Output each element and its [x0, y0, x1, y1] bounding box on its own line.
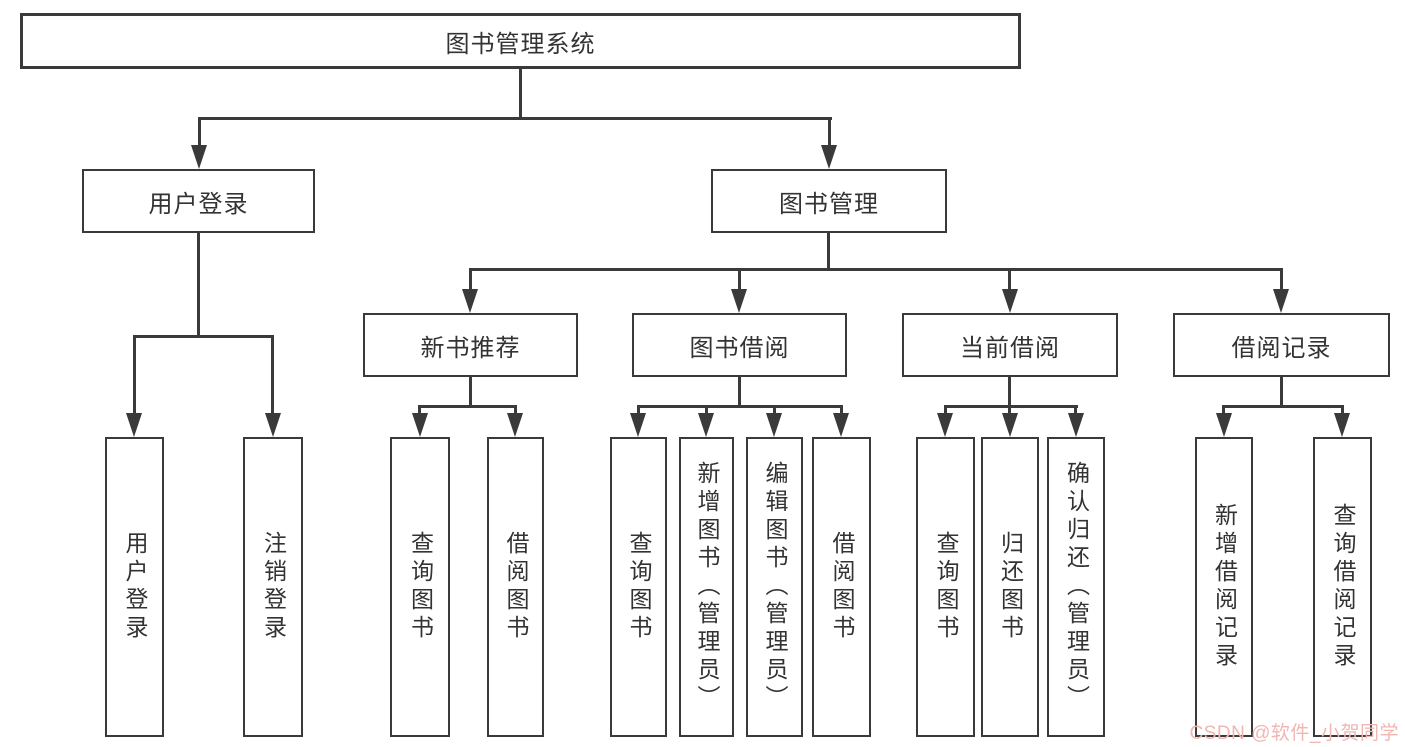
arrowhead-down-icon: [833, 413, 849, 437]
connector-bookborrow-bar: [637, 405, 843, 408]
connector-arrow-shaft: [271, 335, 274, 417]
node-label: 编辑图书（管理员）: [762, 461, 788, 713]
connector-bookborrow-stem: [738, 377, 741, 407]
connector-currentborrow-stem: [1008, 377, 1011, 407]
node-book-management: 图书管理: [711, 169, 947, 233]
leaf-confirm-return-admin: 确认归还（管理员）: [1047, 437, 1105, 737]
connector-newbook-stem: [469, 377, 472, 407]
leaf-logout: 注销登录: [243, 437, 303, 737]
connector-borrowrecord-stem: [1280, 377, 1283, 407]
connector-arrow-shaft: [469, 268, 472, 291]
connector-arrow-shaft: [637, 405, 640, 415]
node-label: 查询借阅记录: [1330, 503, 1356, 671]
leaf-return-book: 归还图书: [981, 437, 1039, 737]
arrowhead-down-icon: [507, 413, 523, 437]
node-user-login: 用户登录: [82, 169, 315, 233]
arrowhead-down-icon: [698, 413, 714, 437]
node-label: 归还图书: [997, 531, 1024, 643]
node-label: 新增图书（管理员）: [694, 461, 720, 713]
node-new-book-recommend: 新书推荐: [363, 313, 578, 377]
connector-arrow-shaft: [1280, 268, 1283, 291]
connector-arrow-shaft: [133, 335, 136, 417]
leaf-borrow-book: 借阅图书: [812, 437, 871, 737]
arrowhead-down-icon: [1334, 413, 1350, 437]
connector-root-stem: [519, 66, 522, 119]
node-label: 借阅记录: [1231, 334, 1332, 362]
node-label: 当前借阅: [960, 334, 1060, 362]
arrowhead-down-icon: [766, 413, 782, 437]
leaf-current-query-book: 查询图书: [916, 437, 975, 737]
connector-userlogin-bar: [133, 335, 274, 338]
connector-arrow-shaft: [1222, 405, 1225, 415]
leaf-user-login: 用户登录: [105, 437, 164, 737]
connector-arrow-shaft: [738, 268, 741, 291]
arrowhead-down-icon: [630, 413, 646, 437]
node-label: 用户登录: [122, 531, 148, 643]
connector-arrow-shaft: [1008, 268, 1011, 291]
node-label: 查询图书: [407, 531, 434, 643]
arrowhead-down-icon: [1002, 289, 1018, 313]
connector-arrow-shaft: [1008, 405, 1011, 415]
connector-newbook-bar: [419, 405, 517, 408]
node-current-borrow: 当前借阅: [902, 313, 1118, 377]
arrowhead-down-icon: [1216, 413, 1232, 437]
arrowhead-down-icon: [937, 413, 953, 437]
connector-arrow-shaft: [840, 405, 843, 415]
csdn-watermark: CSDN @软件_小贺同学: [1189, 723, 1399, 744]
connector-currentborrow-bar: [944, 405, 1078, 408]
leaf-edit-book-admin: 编辑图书（管理员）: [746, 437, 803, 737]
leaf-query-borrow-record: 查询借阅记录: [1313, 437, 1372, 737]
arrowhead-down-icon: [191, 145, 207, 169]
connector-level3-bar: [469, 268, 1283, 271]
leaf-newbook-query-book: 查询图书: [390, 437, 450, 737]
node-borrow-record: 借阅记录: [1173, 313, 1390, 377]
connector-level2-bar: [198, 117, 832, 120]
arrowhead-down-icon: [731, 289, 747, 313]
node-label: 新书推荐: [420, 334, 521, 362]
arrowhead-down-icon: [821, 145, 837, 169]
leaf-newbook-borrow-book: 借阅图书: [487, 437, 544, 737]
node-label: 新增借阅记录: [1211, 503, 1238, 671]
node-label: 注销登录: [260, 531, 287, 643]
connector-arrow-shaft: [1074, 405, 1077, 415]
connector-arrow-shaft: [514, 405, 517, 415]
arrowhead-down-icon: [1273, 289, 1289, 313]
arrowhead-down-icon: [1002, 413, 1018, 437]
arrowhead-down-icon: [126, 413, 142, 437]
node-label: 用户登录: [148, 190, 249, 218]
connector-arrow-shaft: [198, 117, 201, 147]
arrowhead-down-icon: [1068, 413, 1084, 437]
node-label: 借阅图书: [829, 531, 855, 643]
connector-arrow-shaft: [828, 117, 831, 147]
connector-arrow-shaft: [1341, 405, 1344, 415]
leaf-add-borrow-record: 新增借阅记录: [1195, 437, 1253, 737]
arrowhead-down-icon: [462, 289, 478, 313]
node-book-borrow: 图书借阅: [632, 313, 847, 377]
leaf-borrow-query-book: 查询图书: [610, 437, 667, 737]
connector-arrow-shaft: [773, 405, 776, 415]
arrowhead-down-icon: [265, 413, 281, 437]
node-label: 查询图书: [626, 531, 652, 643]
connector-bookmgmt-stem: [827, 233, 830, 270]
node-root-system: 图书管理系统: [20, 13, 1021, 69]
node-label: 确认归还（管理员）: [1063, 461, 1090, 713]
node-label: 查询图书: [933, 531, 959, 643]
arrowhead-down-icon: [412, 413, 428, 437]
connector-borrowrecord-bar: [1223, 405, 1344, 408]
connector-arrow-shaft: [418, 405, 421, 415]
connector-arrow-shaft: [705, 405, 708, 415]
node-label: 图书管理: [779, 190, 879, 218]
connector-arrow-shaft: [944, 405, 947, 415]
node-label: 借阅图书: [503, 531, 529, 643]
leaf-add-book-admin: 新增图书（管理员）: [679, 437, 734, 737]
connector-userlogin-stem: [197, 233, 200, 337]
node-label: 图书管理系统: [445, 30, 596, 58]
node-label: 图书借阅: [689, 334, 790, 362]
